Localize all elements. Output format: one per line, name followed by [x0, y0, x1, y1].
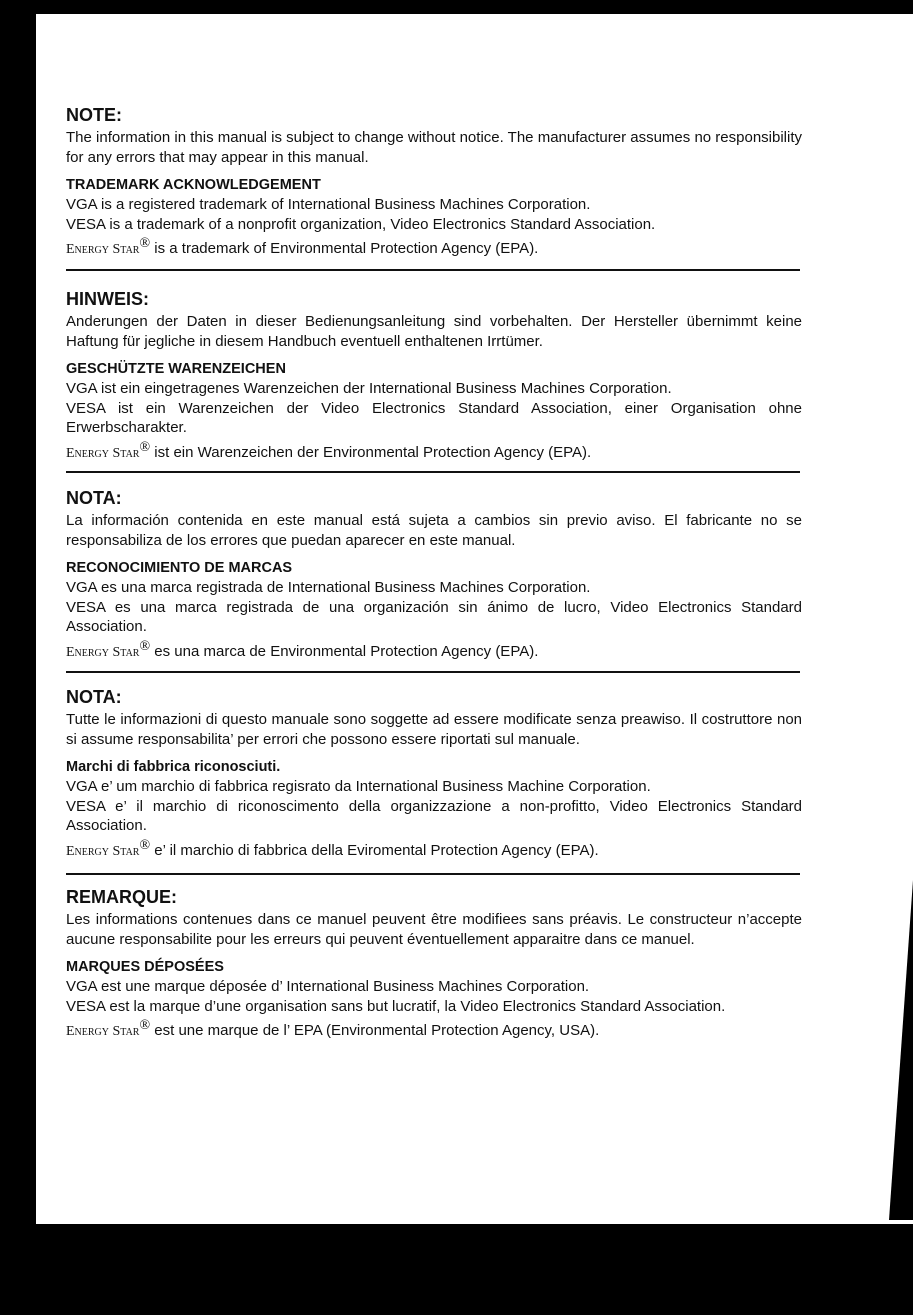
- section-heading: REMARQUE:: [66, 887, 177, 907]
- energy-star-name: Energy Star: [66, 1024, 140, 1039]
- section-heading: NOTA:: [66, 488, 122, 508]
- energy-star-text: es una marca de Environmental Protection…: [150, 642, 539, 660]
- divider: [66, 471, 800, 473]
- notice-paragraph: Les informations contenues dans ce manue…: [66, 911, 802, 948]
- energy-star-line: Energy Star® e’ il marchio di fabbrica d…: [66, 836, 802, 862]
- section-heading: NOTA:: [66, 687, 122, 707]
- trademark-line: VGA e’ um marchio di fabbrica regisrato …: [66, 778, 651, 795]
- trademark-heading: MARQUES DÉPOSÉES: [66, 959, 224, 975]
- energy-star-line: Energy Star® ist ein Warenzeichen der En…: [66, 438, 802, 464]
- trademark-line: VGA is a registered trademark of Interna…: [66, 196, 591, 213]
- trademark-heading: RECONOCIMIENTO DE MARCAS: [66, 560, 293, 576]
- section-italian: NOTA: Tutte le informazioni di questo ma…: [66, 686, 802, 861]
- energy-star-name: Energy Star: [66, 445, 140, 461]
- notice-paragraph: La información contenida en este manual …: [66, 512, 802, 549]
- section-heading: HINWEIS:: [66, 289, 149, 309]
- energy-star-name: Energy Star: [66, 843, 140, 859]
- trademark-line: VESA es una marca registrada de una orga…: [66, 598, 802, 636]
- notice-paragraph: Tutte le informazioni di questo manuale …: [66, 711, 802, 748]
- energy-star-name: Energy Star: [66, 644, 140, 660]
- notice-paragraph: Anderungen der Daten in dieser Bedienung…: [66, 313, 802, 350]
- section-spanish: NOTA: La información contenida en este m…: [66, 487, 802, 662]
- energy-star-text: ist ein Warenzeichen der Environmental P…: [150, 443, 592, 461]
- trademark-line: VESA e’ il marchio di riconoscimento del…: [66, 797, 802, 835]
- energy-star-line: Energy Star® est une marque de l’ EPA (E…: [66, 1016, 802, 1042]
- registered-mark: ®: [139, 236, 151, 251]
- trademark-line: VGA es una marca registrada de Internati…: [66, 579, 591, 596]
- energy-star-text: is a trademark of Environmental Protecti…: [150, 240, 539, 257]
- registered-mark: ®: [139, 837, 151, 853]
- notice-paragraph: The information in this manual is subjec…: [66, 129, 802, 166]
- trademark-heading: TRADEMARK ACKNOWLEDGEMENT: [66, 177, 321, 193]
- divider: [66, 269, 800, 271]
- trademark-line: VESA est la marque d’une organisation sa…: [66, 997, 726, 1015]
- trademark-line: VGA est une marque déposée d’ Internatio…: [66, 978, 590, 995]
- registered-mark: ®: [139, 638, 151, 654]
- energy-star-text: est une marque de l’ EPA (Environmental …: [150, 1022, 600, 1039]
- energy-star-line: Energy Star® is a trademark of Environme…: [66, 234, 802, 260]
- energy-star-text: e’ il marchio di fabbrica della Eviromen…: [150, 841, 599, 859]
- energy-star-name: Energy Star: [66, 242, 140, 257]
- page-edge: [889, 880, 913, 1220]
- energy-star-line: Energy Star® es una marca de Environment…: [66, 637, 802, 663]
- document-page: [36, 14, 913, 1224]
- section-english: NOTE: The information in this manual is …: [66, 104, 802, 260]
- trademark-line: VESA ist ein Warenzeichen der Video Elec…: [66, 399, 802, 437]
- trademark-heading: Marchi di fabbrica riconosciuti.: [66, 759, 281, 775]
- registered-mark: ®: [139, 1018, 151, 1033]
- trademark-heading: GESCHÜTZTE WARENZEICHEN: [66, 361, 286, 377]
- section-heading: NOTE:: [66, 105, 122, 125]
- registered-mark: ®: [139, 439, 151, 455]
- trademark-line: VESA is a trademark of a nonprofit organ…: [66, 215, 656, 233]
- section-german: HINWEIS: Anderungen der Daten in dieser …: [66, 288, 802, 463]
- section-french: REMARQUE: Les informations contenues dan…: [66, 886, 802, 1042]
- divider: [66, 671, 800, 673]
- trademark-line: VGA ist ein eingetragenes Warenzeichen d…: [66, 380, 672, 397]
- divider: [66, 873, 800, 875]
